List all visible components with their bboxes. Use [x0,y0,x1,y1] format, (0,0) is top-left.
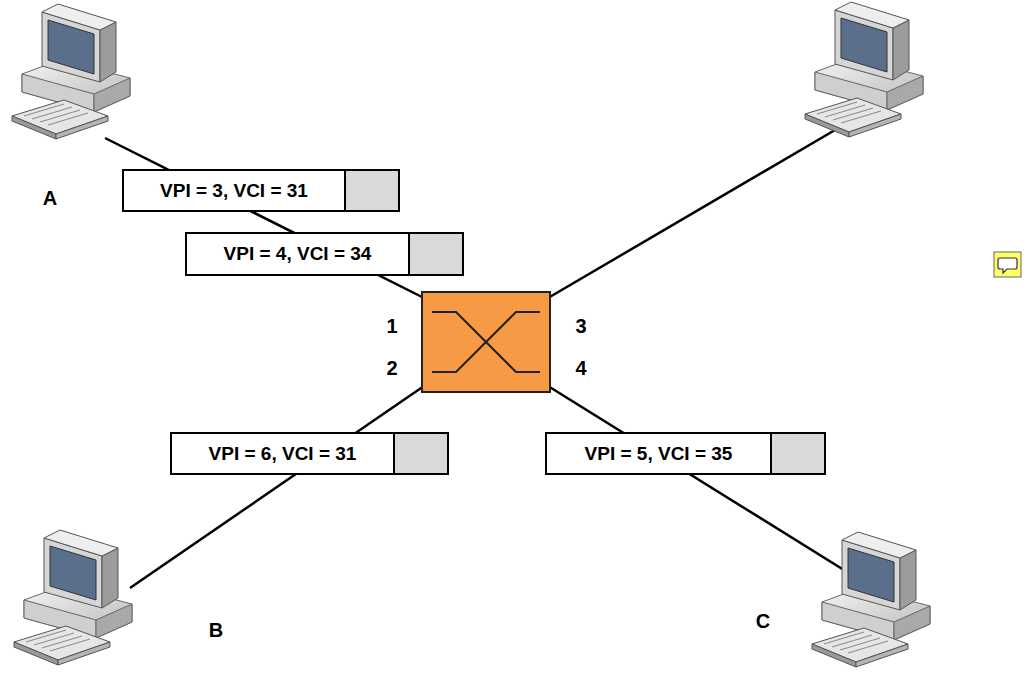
cell-header-text: VPI = 6, VCI = 31 [209,443,357,465]
switch-path [432,312,540,372]
link-line [548,130,835,298]
computer-icon [805,2,923,137]
atm-cell: VPI = 3, VCI = 31 [122,169,400,212]
link-line [105,138,424,298]
computer-icon [12,4,130,139]
cell-header: VPI = 5, VCI = 35 [545,432,772,475]
cell-payload [772,432,826,475]
host-label: C [756,610,770,633]
atm-cell: VPI = 5, VCI = 35 [545,432,826,475]
port-number: 1 [386,315,397,338]
cell-header: VPI = 4, VCI = 34 [185,232,410,276]
cell-header-text: VPI = 3, VCI = 31 [160,180,308,202]
port-number: 3 [575,315,586,338]
atm-cell: VPI = 4, VCI = 34 [185,232,464,276]
host-label: B [209,619,223,642]
switch-path [432,312,540,372]
computer-icon [812,532,930,667]
link-line [130,386,424,588]
cell-header: VPI = 3, VCI = 31 [122,169,346,212]
cell-payload [410,232,464,276]
cell-header-text: VPI = 4, VCI = 34 [224,243,372,265]
port-number: 4 [575,357,586,380]
port-number: 2 [386,357,397,380]
atm-switch [422,292,550,392]
cell-header: VPI = 6, VCI = 31 [170,432,395,475]
switch-body [422,292,550,392]
computer-icon [14,530,132,665]
host-label: A [43,187,57,210]
atm-cell: VPI = 6, VCI = 31 [170,432,449,475]
comment-icon [994,252,1021,277]
link-lines [105,130,868,588]
cell-payload [395,432,449,475]
link-line [548,386,868,585]
cell-header-text: VPI = 5, VCI = 35 [585,443,733,465]
cell-payload [346,169,400,212]
